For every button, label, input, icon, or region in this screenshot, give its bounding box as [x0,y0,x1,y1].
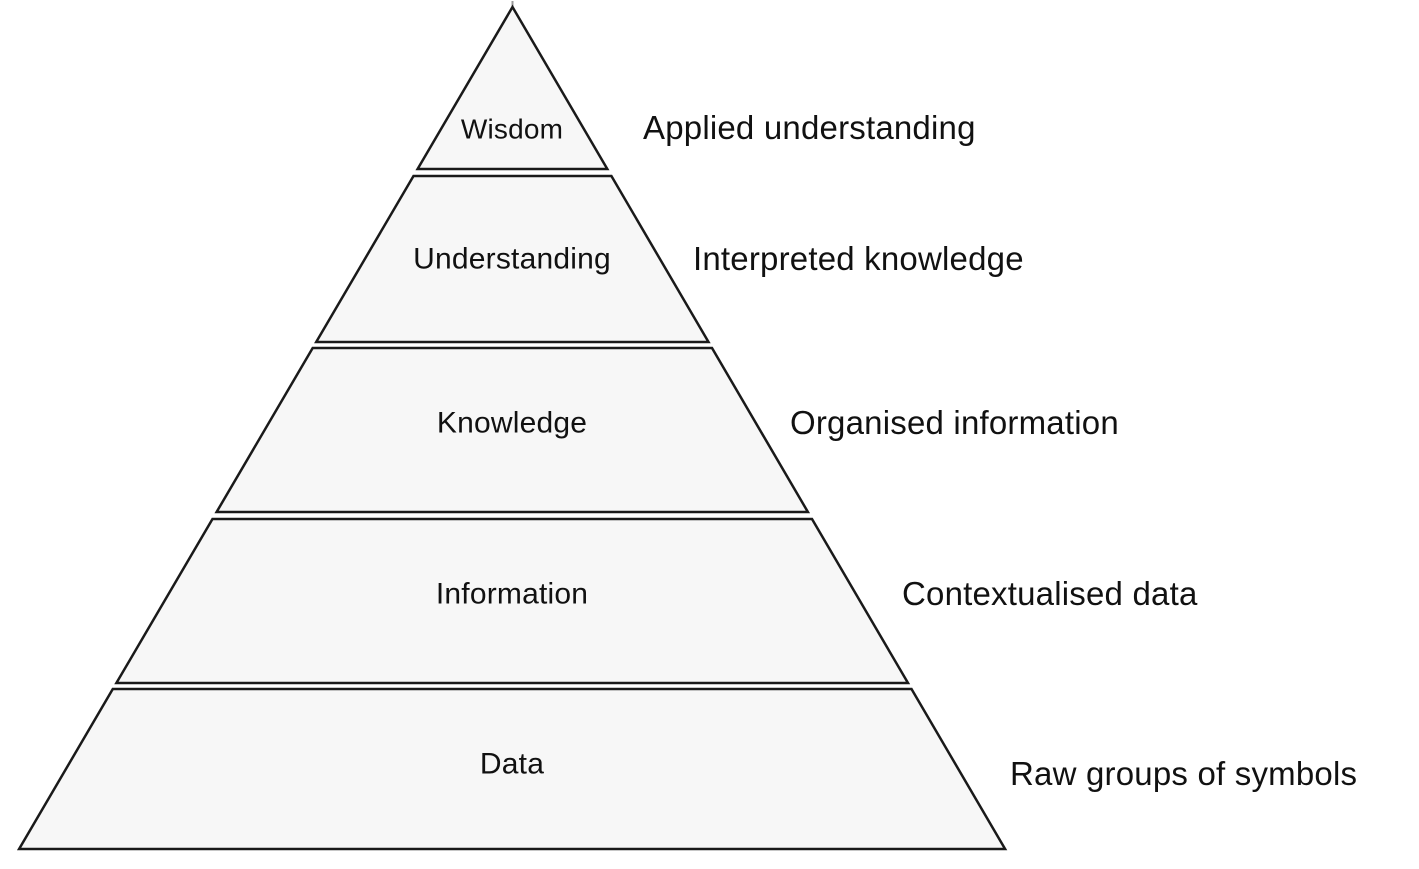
pyramid-segment-understanding [314,174,711,344]
pyramid-segment-wisdom [415,4,610,171]
level-description-understanding: Interpreted knowledge [693,239,1024,277]
level-label-wisdom: Wisdom [460,113,564,145]
pyramid-segment-data [16,687,1008,851]
pyramid-segment-information [114,517,911,685]
level-description-knowledge: Organised information [790,403,1119,441]
level-label-understanding: Understanding [413,242,611,276]
pyramid-segment-knowledge [214,346,811,514]
level-label-information: Information [435,577,589,611]
level-description-data: Raw groups of symbols [1010,754,1358,792]
level-label-data: Data [479,747,545,781]
level-description-wisdom: Applied understanding [643,108,976,146]
level-label-knowledge: Knowledge [436,406,588,440]
level-description-information: Contextualised data [902,574,1198,612]
